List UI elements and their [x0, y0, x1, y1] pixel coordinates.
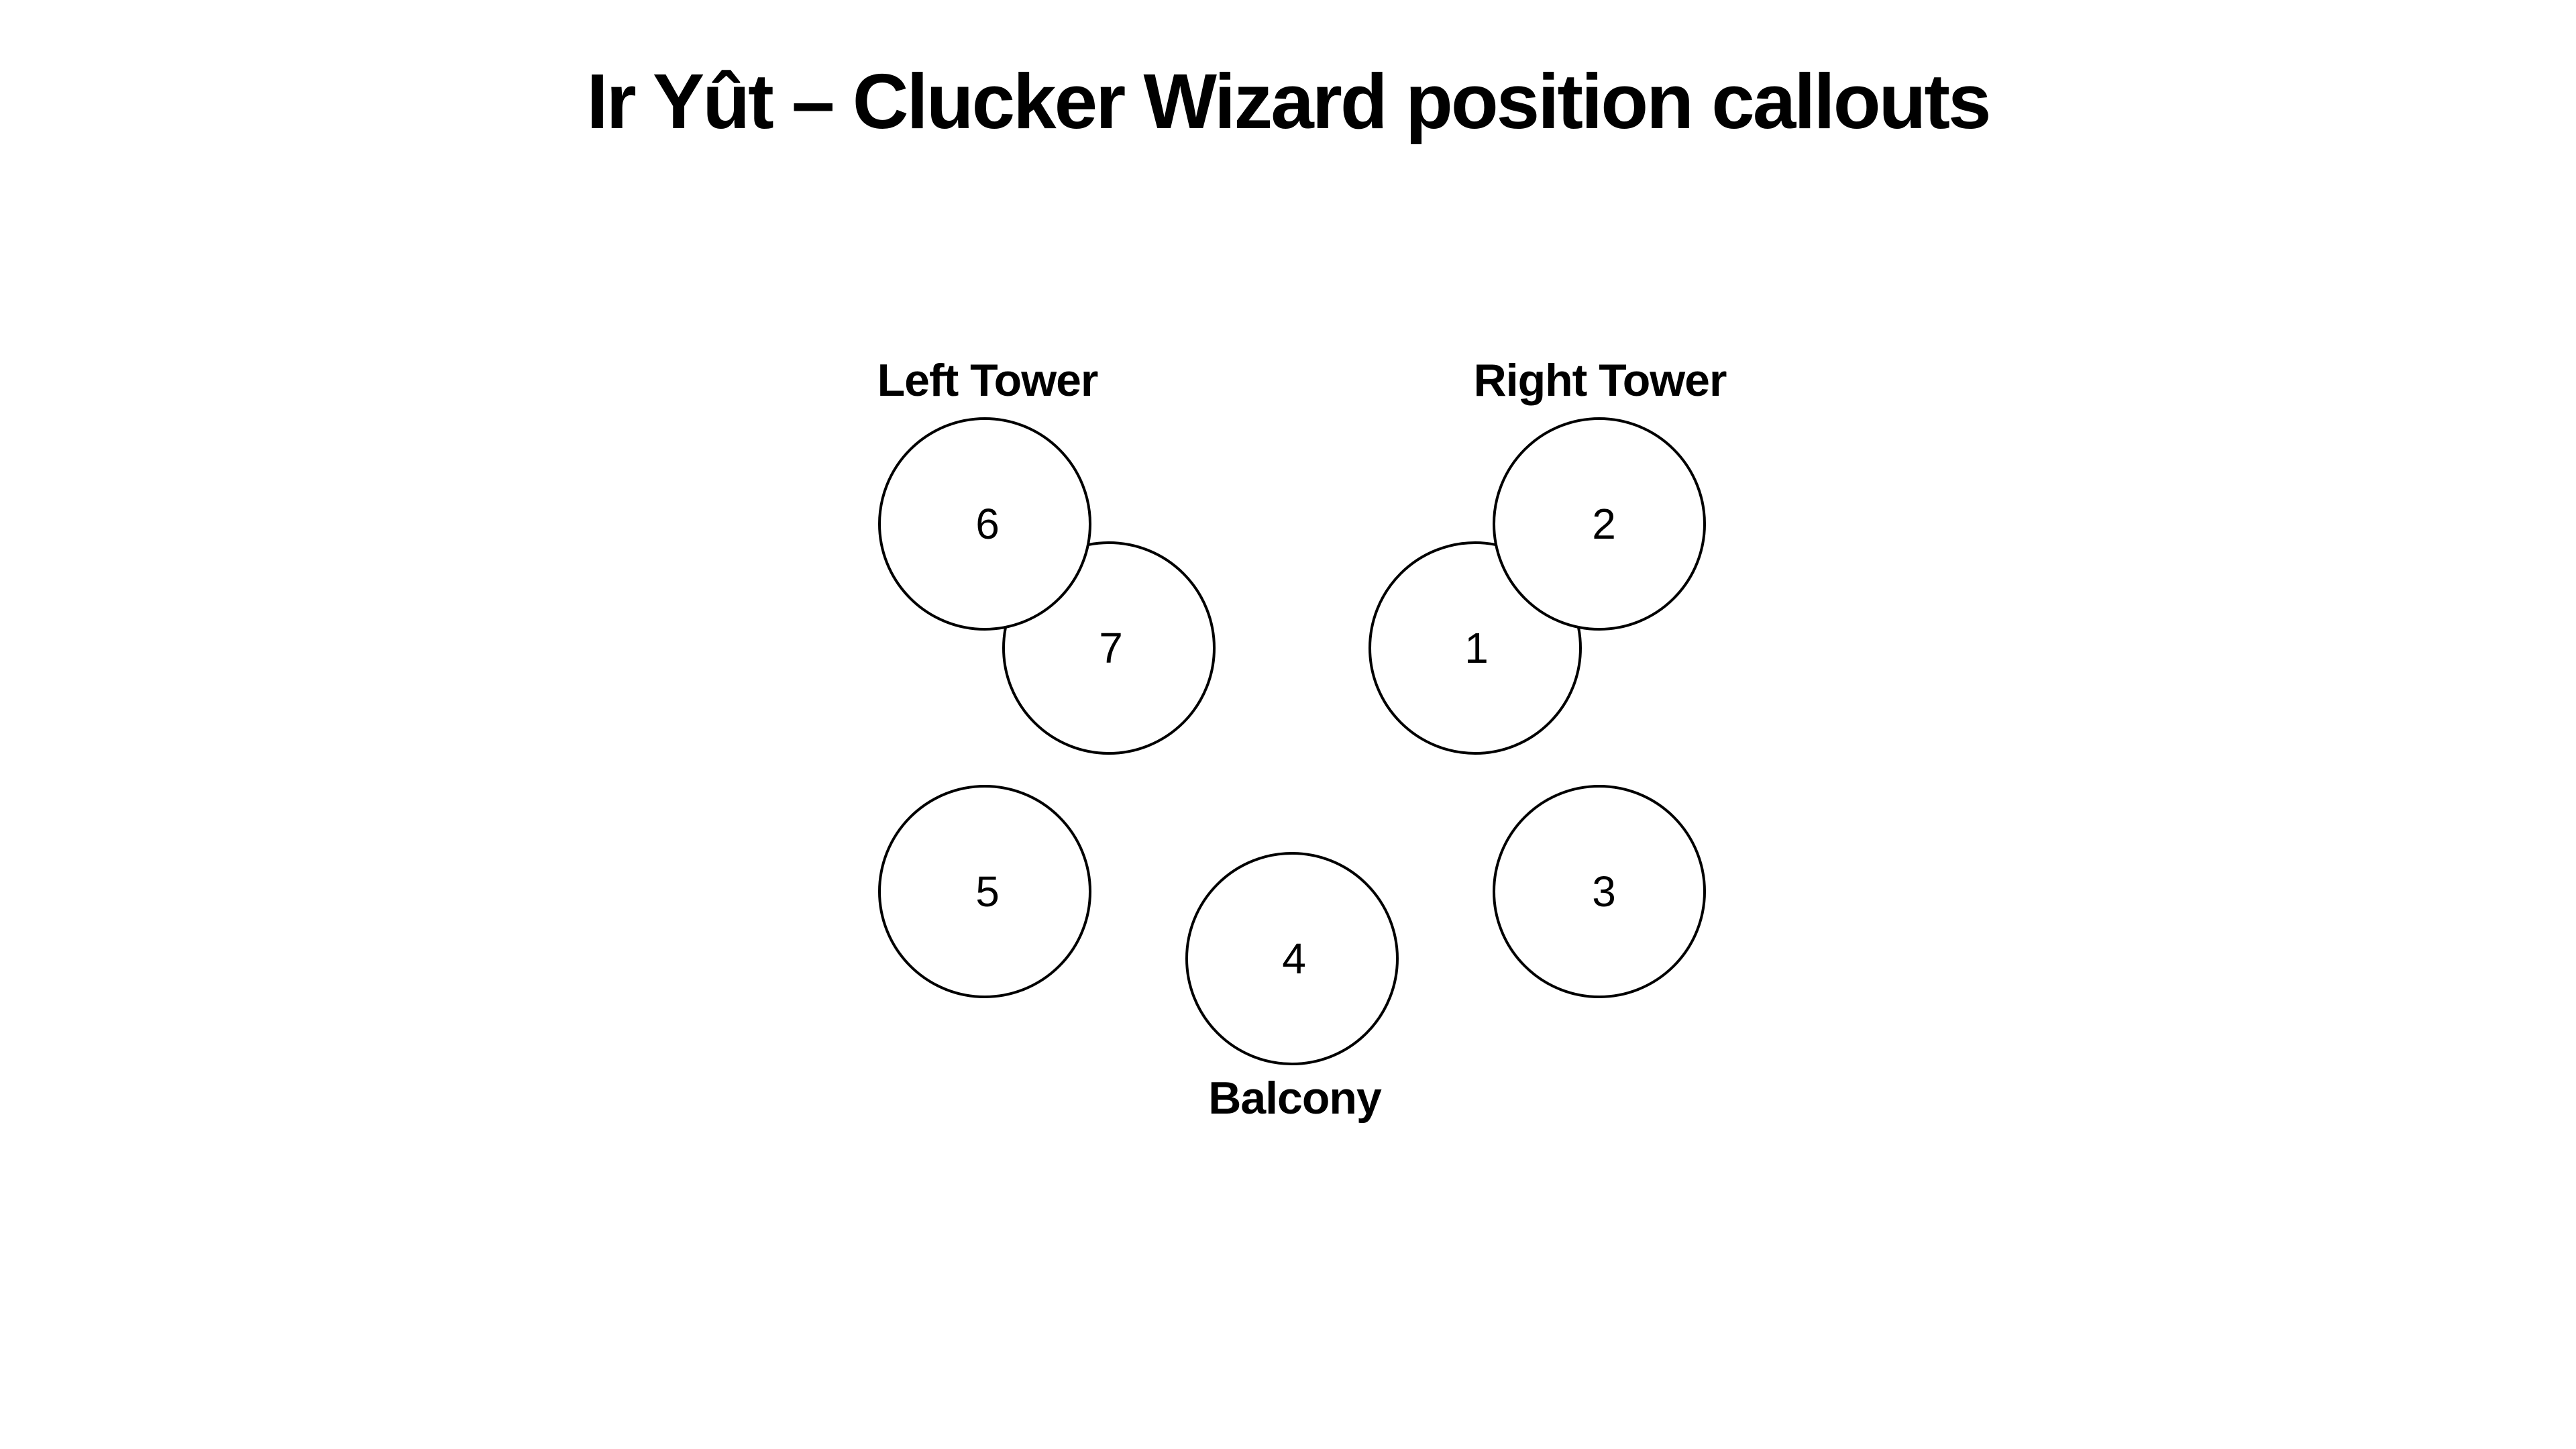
position-1-number: 1 [1464, 624, 1489, 672]
balcony-label: Balcony [1208, 1073, 1382, 1124]
position-3: 3 [1493, 785, 1706, 998]
position-3-circle [1493, 785, 1706, 998]
left-tower-label: Left Tower [877, 355, 1098, 406]
position-6-circle [878, 417, 1091, 631]
position-4-number: 4 [1282, 934, 1306, 983]
position-5: 5 [878, 785, 1091, 998]
position-4: 4 [1185, 852, 1399, 1065]
position-2: 2 [1493, 417, 1706, 631]
position-3-number: 3 [1592, 867, 1616, 916]
right-tower-label: Right Tower [1474, 355, 1727, 406]
position-5-number: 5 [975, 867, 1000, 916]
position-2-number: 2 [1592, 500, 1616, 548]
position-6: 6 [878, 417, 1091, 631]
position-2-circle [1493, 417, 1706, 631]
position-5-circle [878, 785, 1091, 998]
position-6-number: 6 [975, 500, 1000, 548]
page-title: Ir Yût – Clucker Wizard position callout… [586, 58, 1991, 145]
position-7-number: 7 [1099, 624, 1123, 672]
position-4-circle [1185, 852, 1399, 1065]
